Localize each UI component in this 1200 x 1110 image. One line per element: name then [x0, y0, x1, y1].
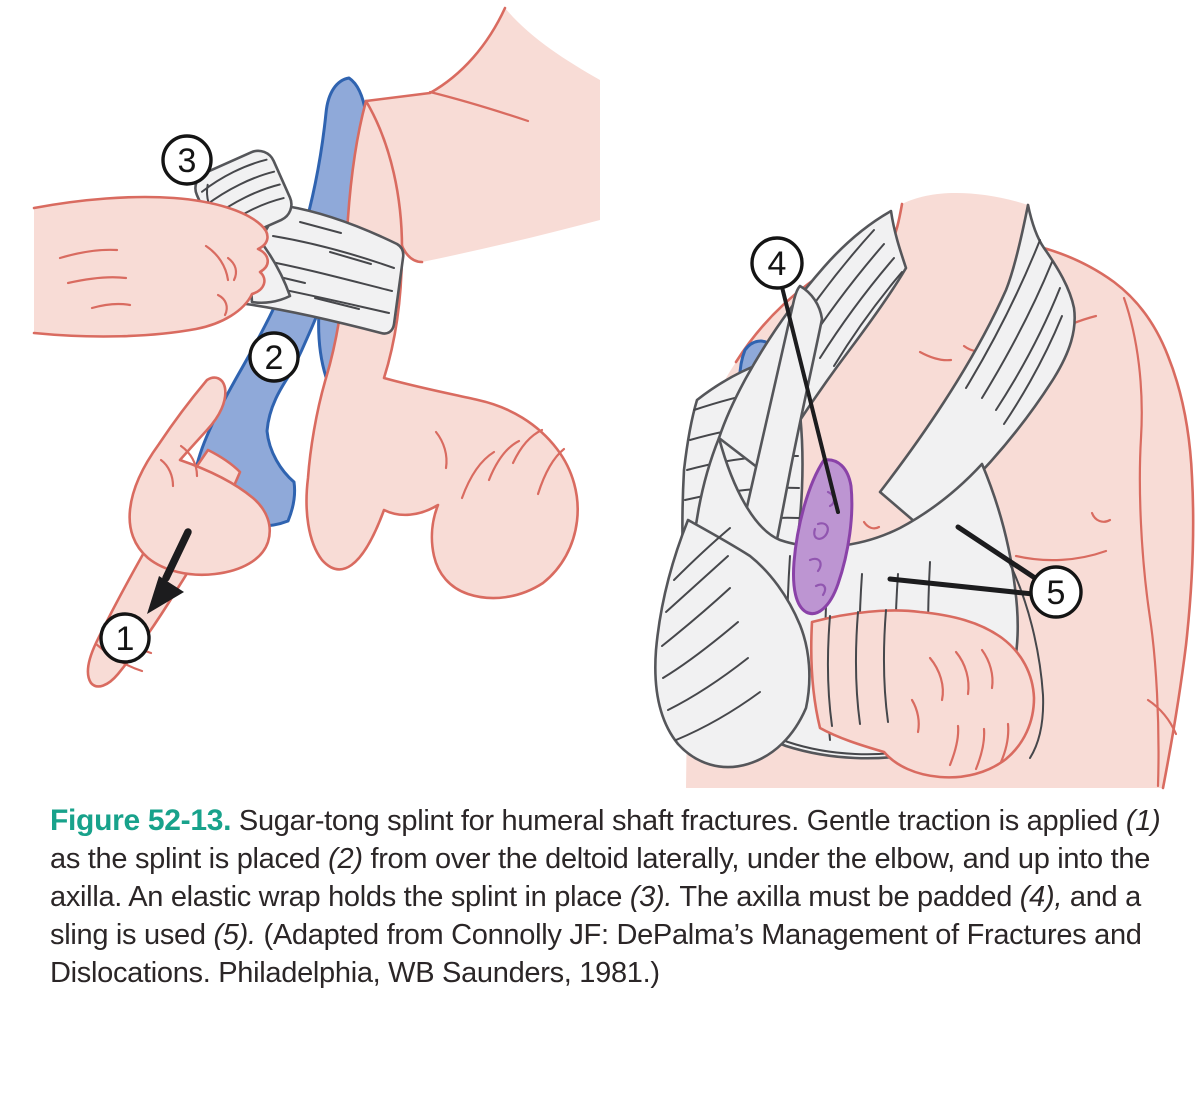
figure-label: Figure 52-13. — [50, 804, 232, 837]
nipple-mark — [1090, 511, 1112, 523]
caption-segment: (Adapted from Connolly JF: DePalma’s Man… — [50, 919, 1142, 989]
callout-4: 4 — [750, 236, 804, 290]
inner-arm-line — [1122, 296, 1160, 788]
callout-2-label: 2 — [265, 339, 284, 377]
caption-segment: and a sling is used — [50, 881, 1141, 951]
sling-folds-over-wrist — [826, 609, 889, 727]
shoulder-crease — [428, 90, 530, 123]
helper-hand-upper — [32, 195, 269, 338]
caption-segment-ref-1: (1) — [1125, 805, 1161, 837]
leader-line-5a — [955, 524, 1041, 583]
caption-segment-ref-4: (4), — [1019, 881, 1063, 913]
wrapped-elbow — [654, 518, 811, 769]
patient-shoulder — [364, 6, 600, 264]
sling-strap-far — [878, 203, 1076, 530]
figure-caption: Figure 52-13. Sugar-tong splint for hume… — [50, 802, 1192, 992]
callout-2: 2 — [248, 331, 300, 383]
splint-illustration: 1 2 3 4 5 — [32, 6, 1195, 790]
callout-3-label: 3 — [178, 142, 197, 180]
callout-4-label: 4 — [768, 245, 787, 283]
caption-segment: as the splint is placed — [50, 843, 329, 875]
helper-hand-lower — [128, 376, 272, 576]
traction-arrow-icon — [147, 528, 192, 614]
callout-1: 1 — [99, 612, 151, 664]
callout-5-label: 5 — [1047, 574, 1066, 612]
caption-segment-ref-2: (2) — [328, 843, 363, 875]
right-illustration — [654, 193, 1195, 790]
patient-arm — [305, 99, 579, 600]
caption-segment: The axilla must be padded — [672, 881, 1020, 913]
callout-5: 5 — [1029, 565, 1083, 619]
caption-segment-ref-5: (5). — [213, 919, 256, 951]
callout-1-label: 1 — [116, 620, 135, 658]
caption-segment: from over the deltoid laterally, under t… — [50, 843, 1151, 913]
left-illustration — [32, 6, 600, 688]
leader-line-4 — [780, 285, 840, 514]
leader-line-5b — [887, 576, 1036, 597]
callout-3: 3 — [161, 134, 213, 186]
patient-hand-in-sling — [809, 609, 1036, 779]
caption-segment: Sugar-tong splint for humeral shaft frac… — [231, 805, 1126, 837]
caption-segment-ref-3: (3). — [629, 881, 673, 913]
axilla-pad — [792, 458, 854, 615]
